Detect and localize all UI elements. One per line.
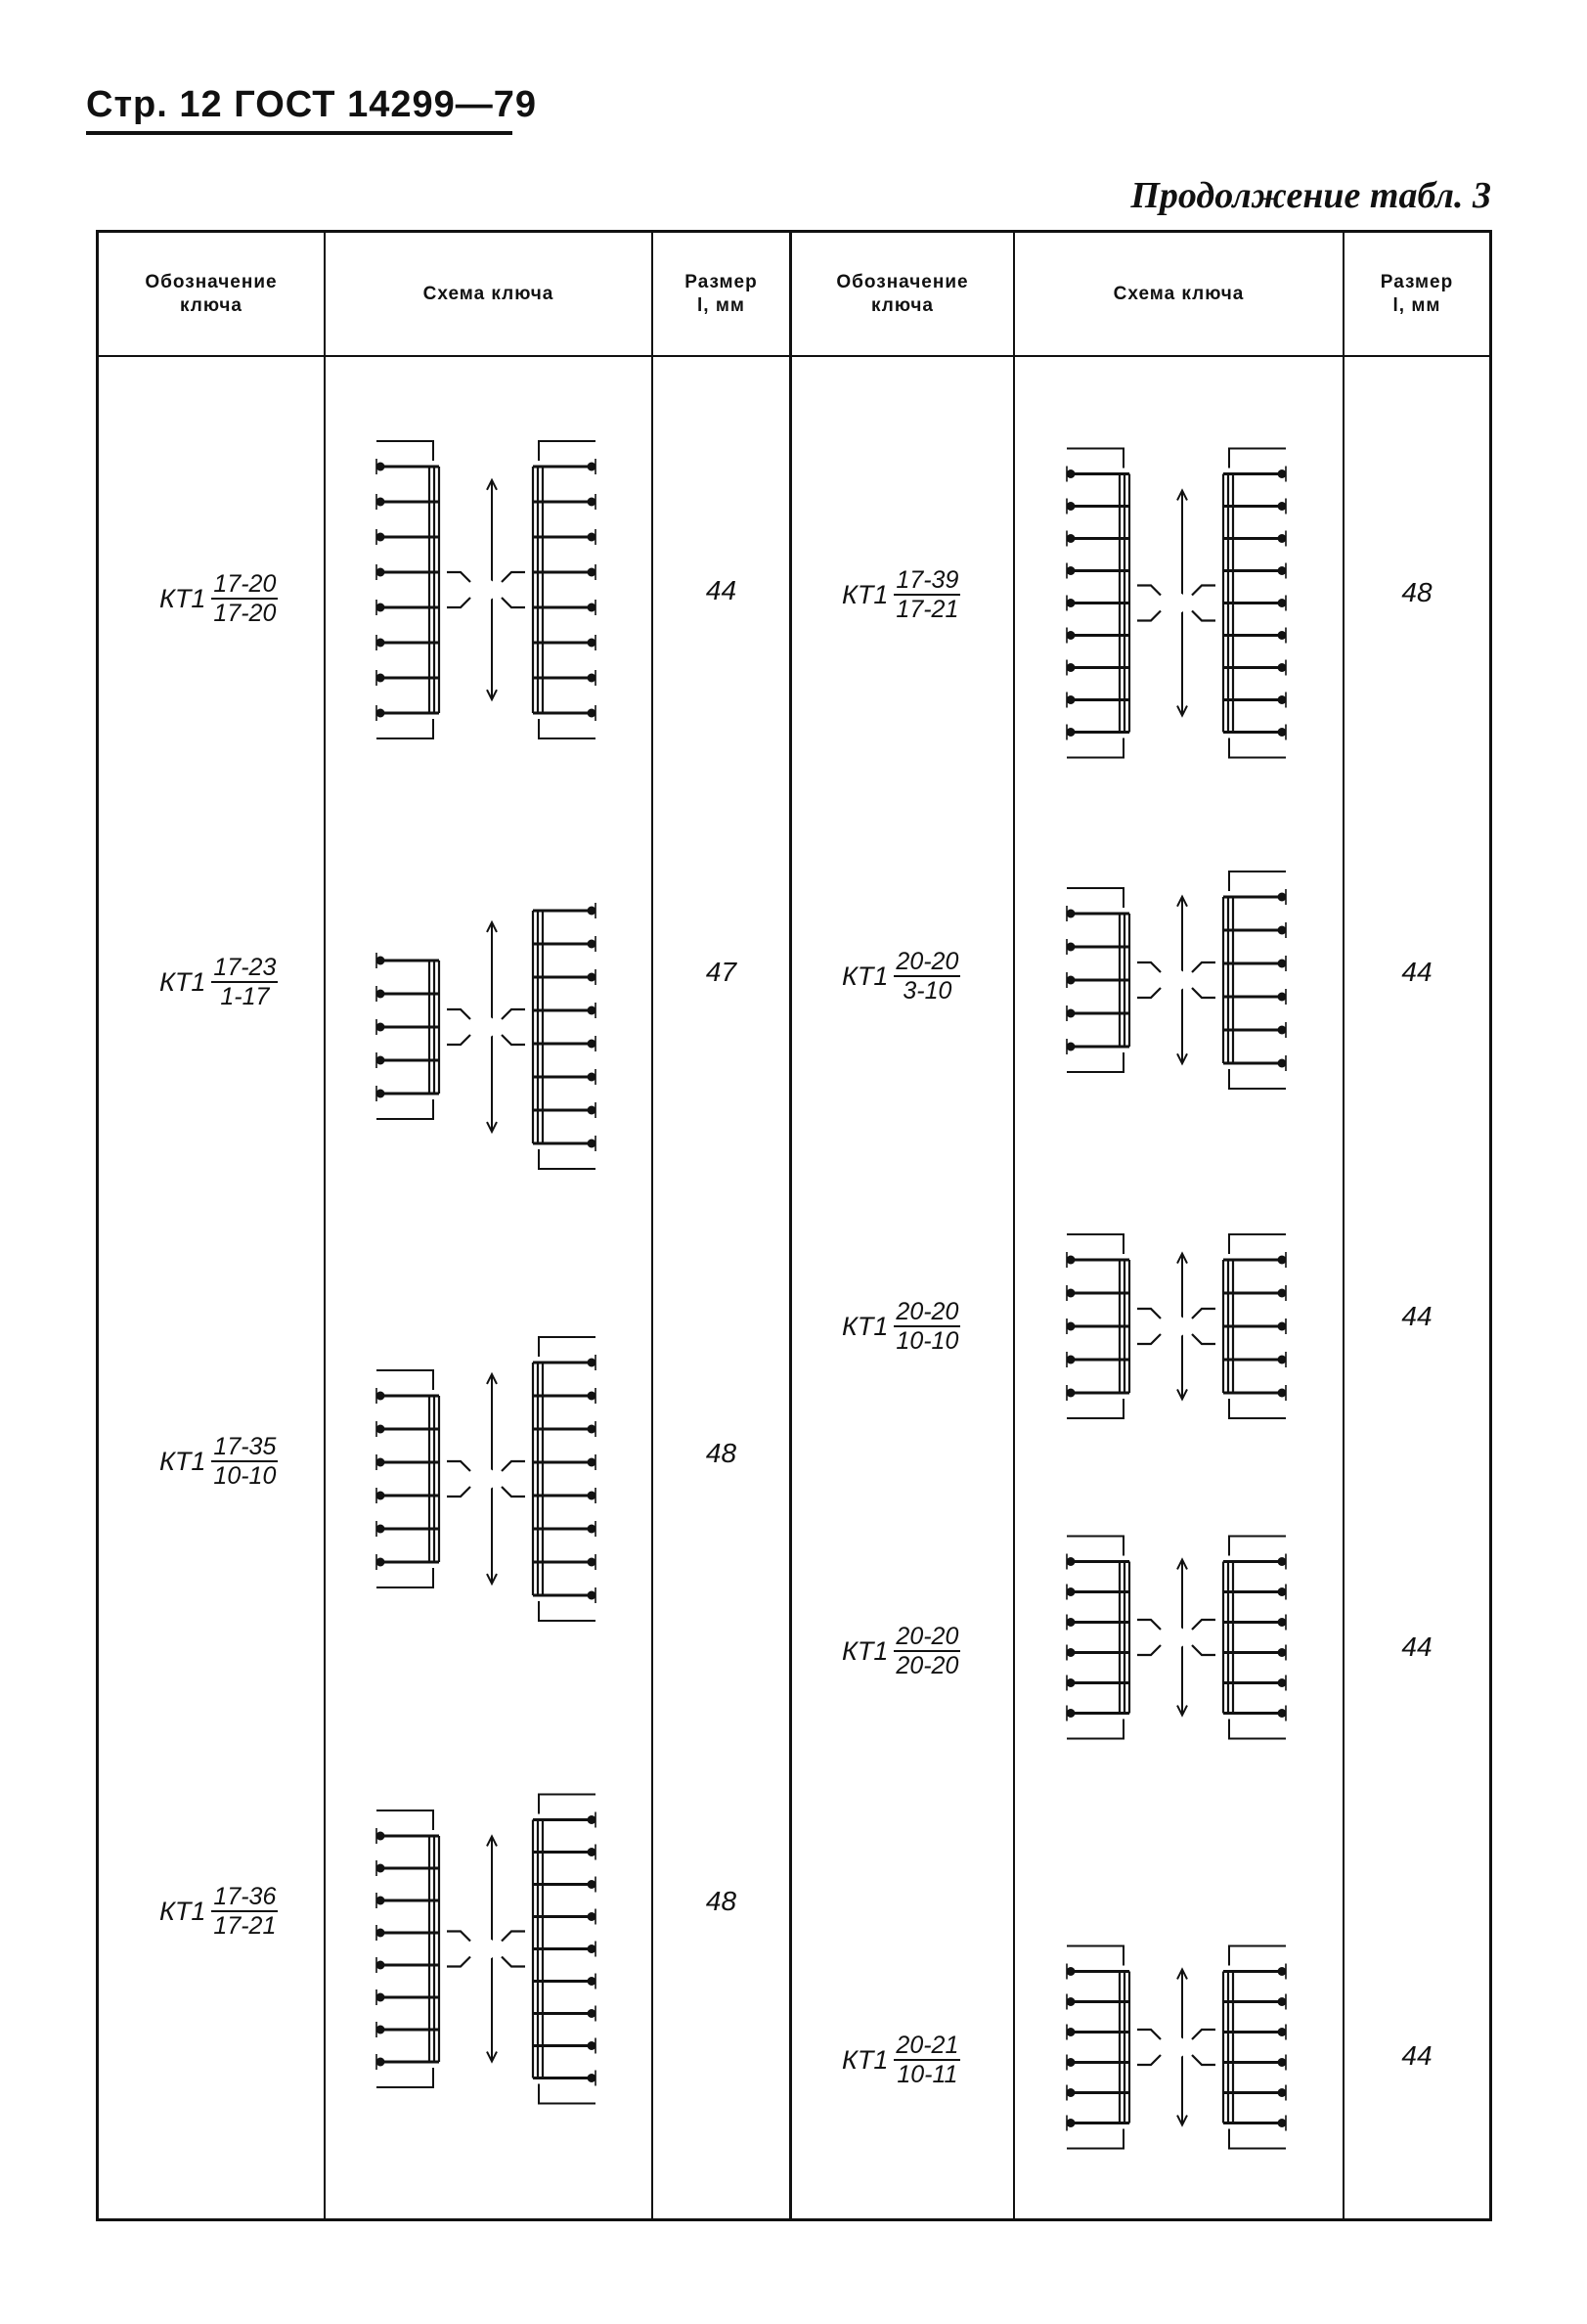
key-table: Обозначение ключа Схема ключа Размер l, …	[96, 230, 1492, 2221]
designation-prefix: КТ1	[159, 583, 206, 613]
designation-denominator: 17-21	[213, 1912, 277, 1941]
header-divider	[99, 355, 1489, 357]
size-value: 44	[705, 575, 737, 605]
designation-numerator: 17-23	[211, 955, 279, 984]
designation-denominator: 10-10	[213, 1462, 277, 1491]
header-scheme-right: Схема ключа	[1113, 283, 1245, 304]
designation-numerator: 17-20	[211, 571, 279, 601]
size-value: 48	[705, 1886, 737, 1916]
designation-prefix: КТ1	[842, 1311, 889, 1341]
designation-denominator: 10-11	[897, 2061, 958, 2089]
designation-denominator: 20-20	[896, 1652, 959, 1680]
header-scheme-left: Схема ключа	[422, 283, 554, 304]
page-header: Стр. 12 ГОСТ 14299—79	[86, 84, 538, 125]
column-divider	[1013, 233, 1015, 2218]
designation-denominator: 17-21	[896, 596, 959, 624]
key-scheme-diagram	[1066, 1535, 1287, 1740]
designation-prefix: КТ1	[842, 961, 889, 991]
size-value: 48	[705, 1438, 737, 1468]
size-value: 44	[1401, 2040, 1433, 2071]
key-scheme-diagram	[375, 1336, 596, 1622]
key-scheme-diagram	[375, 1793, 596, 2104]
designation-numerator: 17-35	[211, 1434, 279, 1463]
designation-denominator: 1-17	[220, 983, 270, 1011]
designation-denominator: 10-10	[896, 1327, 959, 1356]
header-designation-right: Обозначение ключа	[836, 271, 969, 316]
designation-numerator: 20-20	[894, 1299, 961, 1328]
header-rule	[86, 131, 512, 135]
designation-numerator: 20-20	[894, 949, 961, 978]
key-scheme-diagram	[1066, 1944, 1287, 2150]
key-scheme-diagram	[1066, 871, 1287, 1090]
size-value: 44	[1401, 1631, 1433, 1662]
designation-numerator: 20-21	[894, 2033, 961, 2062]
designation-prefix: КТ1	[159, 1446, 206, 1476]
column-divider	[651, 233, 653, 2218]
size-value: 44	[1401, 957, 1433, 987]
designation-prefix: КТ1	[842, 1635, 889, 1666]
designation-prefix: КТ1	[842, 579, 889, 609]
header-size-left: Размер l, мм	[684, 271, 758, 316]
column-divider	[324, 233, 326, 2218]
size-value: 48	[1401, 577, 1433, 607]
designation-denominator: 3-10	[903, 977, 952, 1006]
header-size-right: Размер l, мм	[1380, 271, 1454, 316]
center-divider	[789, 233, 792, 2218]
designation-numerator: 20-20	[894, 1624, 961, 1653]
header-designation-left: Обозначение ключа	[145, 271, 278, 316]
size-value: 44	[1401, 1301, 1433, 1331]
table-caption: Продолжение табл. 3	[1130, 175, 1491, 216]
key-scheme-diagram	[1066, 1233, 1287, 1419]
designation-numerator: 17-39	[894, 567, 961, 597]
key-scheme-diagram	[375, 903, 596, 1170]
size-value: 47	[705, 957, 737, 987]
designation-prefix: КТ1	[842, 2044, 889, 2075]
designation-prefix: КТ1	[159, 1896, 206, 1926]
key-scheme-diagram	[375, 440, 596, 739]
designation-denominator: 17-20	[213, 600, 277, 628]
designation-numerator: 17-36	[211, 1884, 279, 1913]
column-divider	[1343, 233, 1345, 2218]
designation-prefix: КТ1	[159, 966, 206, 997]
key-scheme-diagram	[1066, 447, 1287, 758]
